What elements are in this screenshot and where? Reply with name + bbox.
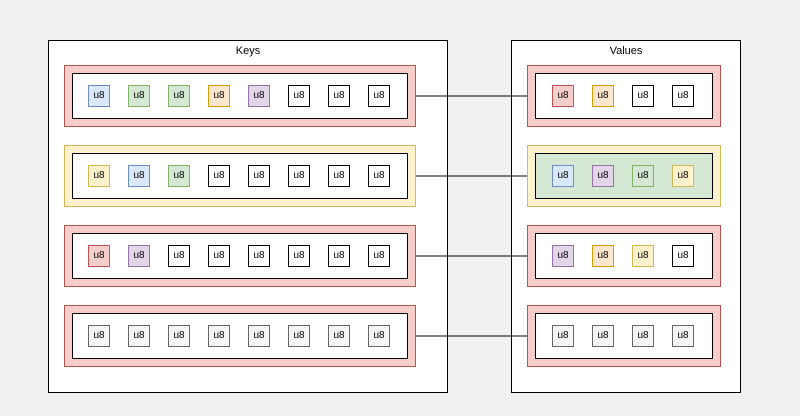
key-byte-cell: u8 xyxy=(328,325,350,347)
key-byte-cell: u8 xyxy=(328,165,350,187)
key-byte-cell: u8 xyxy=(128,165,150,187)
key-byte-cell: u8 xyxy=(168,165,190,187)
key-byte-cell: u8 xyxy=(128,245,150,267)
value-byte-cell: u8 xyxy=(672,165,694,187)
keys-panel-title: Keys xyxy=(235,45,261,57)
keys-row-2-container xyxy=(72,233,408,279)
key-byte-cell: u8 xyxy=(208,85,230,107)
value-byte-cell: u8 xyxy=(672,85,694,107)
key-byte-cell: u8 xyxy=(288,165,310,187)
key-byte-cell: u8 xyxy=(248,245,270,267)
key-byte-cell: u8 xyxy=(248,85,270,107)
key-byte-cell: u8 xyxy=(208,325,230,347)
key-byte-cell: u8 xyxy=(288,85,310,107)
value-byte-cell: u8 xyxy=(632,165,654,187)
key-byte-cell: u8 xyxy=(168,85,190,107)
value-byte-cell: u8 xyxy=(552,165,574,187)
key-byte-cell: u8 xyxy=(328,245,350,267)
value-byte-cell: u8 xyxy=(632,325,654,347)
key-byte-cell: u8 xyxy=(288,325,310,347)
key-byte-cell: u8 xyxy=(88,165,110,187)
value-byte-cell: u8 xyxy=(672,325,694,347)
key-byte-cell: u8 xyxy=(88,325,110,347)
key-byte-cell: u8 xyxy=(248,325,270,347)
key-byte-cell: u8 xyxy=(288,245,310,267)
key-byte-cell: u8 xyxy=(368,245,390,267)
keys-row-3-container xyxy=(72,313,408,359)
value-byte-cell: u8 xyxy=(592,165,614,187)
key-byte-cell: u8 xyxy=(368,165,390,187)
key-byte-cell: u8 xyxy=(208,245,230,267)
value-byte-cell: u8 xyxy=(632,245,654,267)
value-byte-cell: u8 xyxy=(592,85,614,107)
value-byte-cell: u8 xyxy=(592,325,614,347)
key-byte-cell: u8 xyxy=(368,85,390,107)
keys-row-0-container xyxy=(72,73,408,119)
values-panel-title: Values xyxy=(609,45,643,57)
value-byte-cell: u8 xyxy=(552,245,574,267)
value-byte-cell: u8 xyxy=(672,245,694,267)
value-byte-cell: u8 xyxy=(552,325,574,347)
value-byte-cell: u8 xyxy=(552,85,574,107)
key-byte-cell: u8 xyxy=(88,245,110,267)
key-byte-cell: u8 xyxy=(168,245,190,267)
key-byte-cell: u8 xyxy=(368,325,390,347)
key-byte-cell: u8 xyxy=(328,85,350,107)
key-byte-cell: u8 xyxy=(88,85,110,107)
key-byte-cell: u8 xyxy=(168,325,190,347)
key-byte-cell: u8 xyxy=(248,165,270,187)
value-byte-cell: u8 xyxy=(592,245,614,267)
keys-row-1-container xyxy=(72,153,408,199)
value-byte-cell: u8 xyxy=(632,85,654,107)
key-byte-cell: u8 xyxy=(128,85,150,107)
key-byte-cell: u8 xyxy=(128,325,150,347)
key-byte-cell: u8 xyxy=(208,165,230,187)
